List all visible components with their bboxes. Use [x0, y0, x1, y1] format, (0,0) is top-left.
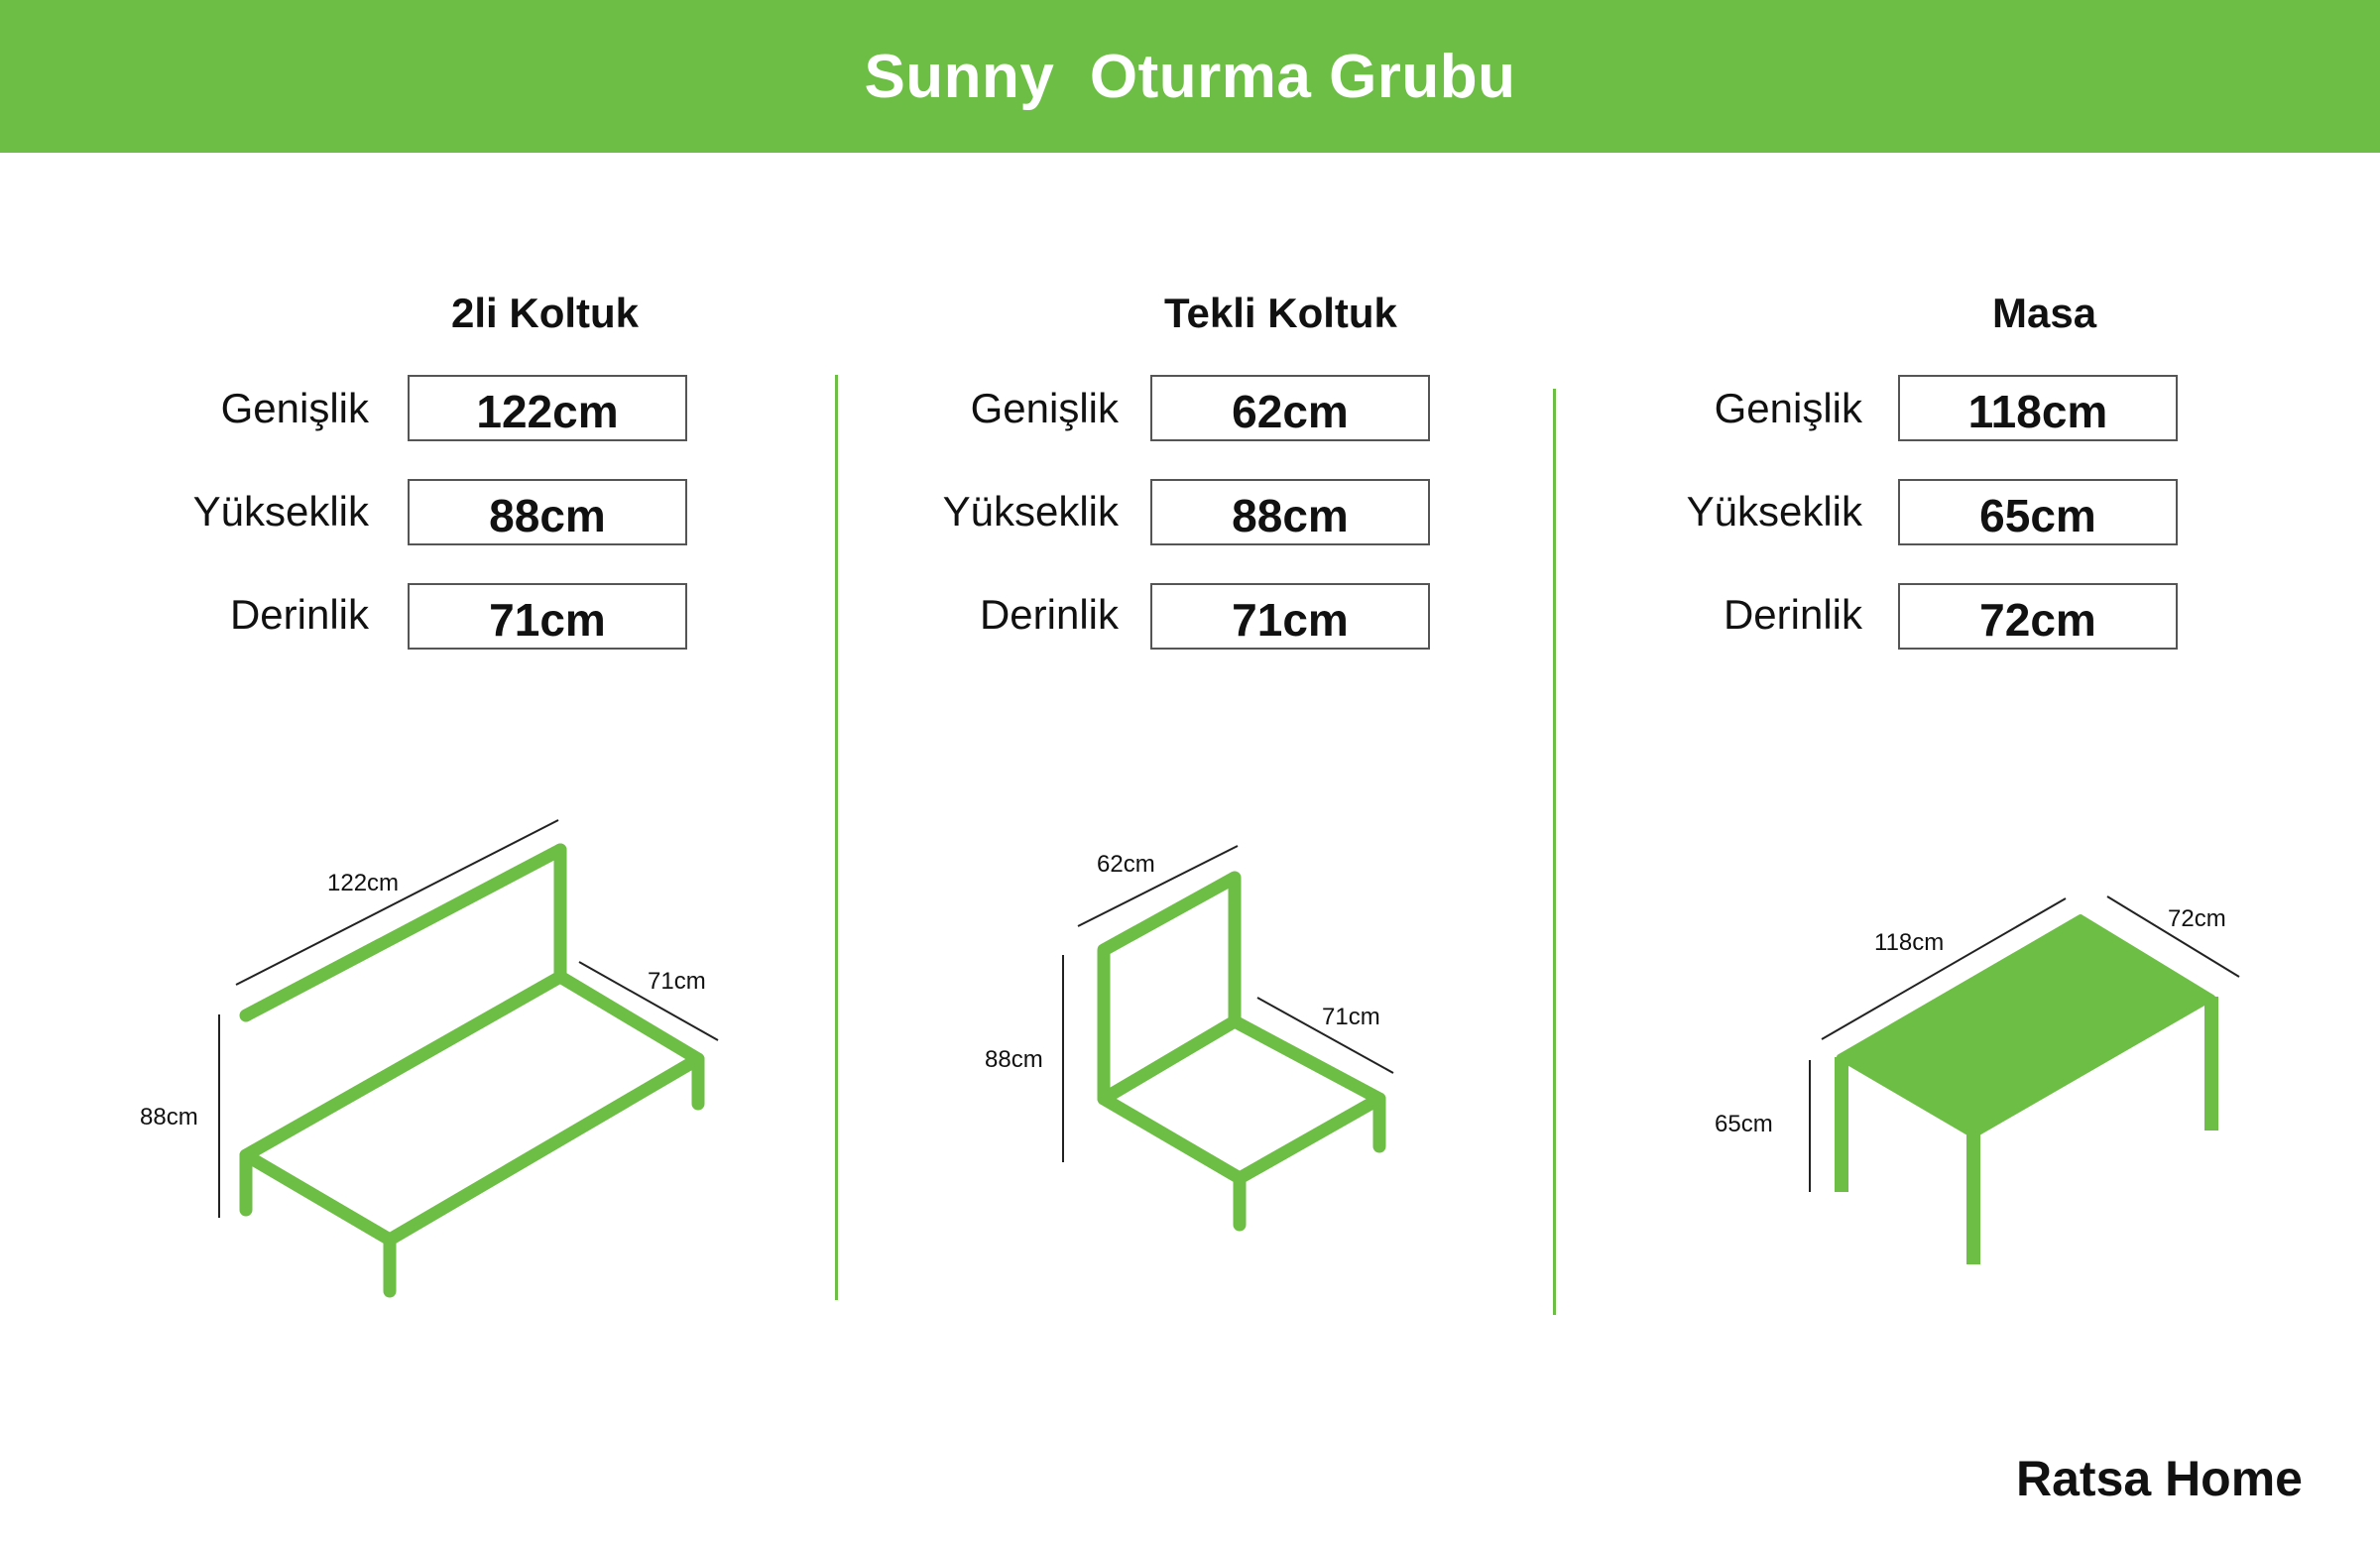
spec-label-height: Yükseklik: [192, 488, 369, 535]
spec-value-depth: 72cm: [1898, 583, 2178, 650]
spec-label-height: Yükseklik: [942, 488, 1119, 535]
spec-value-width: 62cm: [1150, 375, 1430, 441]
spec-value-height: 88cm: [1150, 479, 1430, 545]
spec-value-depth: 71cm: [408, 583, 687, 650]
dimension-label-width: 118cm: [1874, 929, 1944, 956]
sofa-2-seat-dimension-lines: [218, 819, 719, 1218]
spec-label-depth: Derinlik: [979, 591, 1119, 638]
spec-label-height: Yükseklik: [1686, 488, 1862, 535]
dimension-label-width: 122cm: [327, 870, 399, 896]
dimension-label-depth: 72cm: [2168, 905, 2226, 932]
spec-value-width: 118cm: [1898, 375, 2178, 441]
spec-label-width: Genişlik: [1714, 385, 1862, 431]
table-drawing: [1835, 914, 2218, 1264]
dimension-label-height: 65cm: [1715, 1111, 1773, 1137]
dimension-label-depth: 71cm: [648, 968, 706, 995]
dimension-label-height: 88cm: [140, 1104, 198, 1130]
product-title: Tekli Koltuk: [1164, 290, 1397, 336]
armchair-drawing: [1097, 871, 1386, 1232]
spec-value-depth: 71cm: [1150, 583, 1430, 650]
brand-logo-text: Ratsa Home: [2016, 1451, 2303, 1506]
sofa-2-seat-drawing: [239, 843, 705, 1298]
column-divider: [835, 375, 838, 1300]
dimension-label-depth: 71cm: [1322, 1004, 1380, 1030]
armchair-dimension-lines: [1062, 845, 1394, 1162]
spec-label-width: Genişlik: [970, 385, 1119, 431]
dimension-label-height: 88cm: [985, 1046, 1043, 1073]
spec-label-width: Genişlik: [220, 385, 369, 431]
spec-value-height: 88cm: [408, 479, 687, 545]
spec-value-height: 65cm: [1898, 479, 2178, 545]
spec-value-width: 122cm: [408, 375, 687, 441]
page-title: Sunny Oturma Grubu: [864, 43, 1516, 111]
dimension-label-width: 62cm: [1097, 851, 1155, 878]
header-banner: Sunny Oturma Grubu: [0, 0, 2380, 153]
column-divider: [1553, 389, 1556, 1315]
spec-label-depth: Derinlik: [229, 591, 369, 638]
spec-label-depth: Derinlik: [1723, 591, 1862, 638]
product-title: 2li Koltuk: [451, 290, 640, 336]
table-dimension-lines: [1809, 895, 2240, 1192]
product-title: Masa: [1992, 290, 2097, 336]
